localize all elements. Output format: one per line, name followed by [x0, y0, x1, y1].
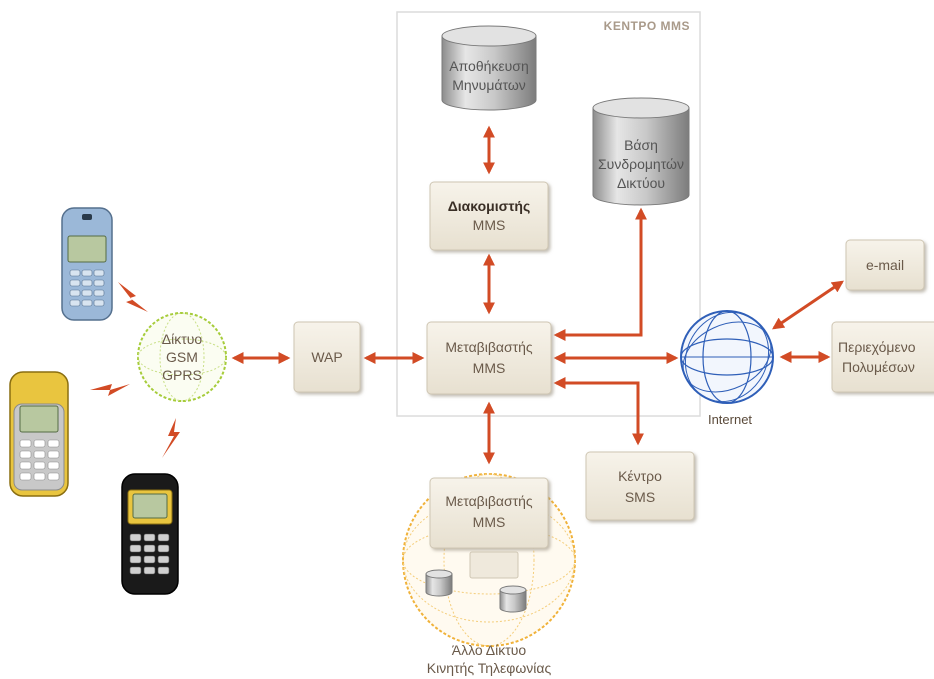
storage-db-line2: Μηνυμάτων — [452, 77, 526, 93]
wap-box: WAP — [293, 321, 361, 393]
arrow-relay-sms — [553, 377, 644, 446]
multimedia-line1: Περιεχόμενο — [838, 339, 916, 355]
other-network-globe: Μεταβιβαστής MMS Άλλο Δίκτυο Κινητής Τηλ… — [402, 473, 576, 676]
mms-relay-line2: MMS — [473, 360, 506, 376]
other-relay-line2: MMS — [473, 514, 506, 530]
sms-center-line1: Κέντρο — [618, 468, 662, 484]
database-icon — [499, 585, 527, 613]
database-icon — [425, 569, 453, 597]
email-label: e-mail — [866, 257, 904, 273]
multimedia-line2: Πολυμέσων — [842, 359, 915, 375]
gsm-network-globe: Δίκτυο GSM GPRS — [137, 312, 227, 402]
mms-server-line1: Διακομιστής — [448, 198, 531, 214]
mms-relay-line1: Μεταβιβαστής — [445, 339, 533, 355]
storage-database: Αποθήκευση Μηνυμάτων — [441, 25, 537, 111]
arrow-relay-subscribers — [553, 207, 647, 341]
multimedia-content-box: Περιεχόμενο Πολυμέσων — [831, 321, 934, 393]
lightning-icon — [162, 418, 180, 458]
subscribers-db-line1: Βάση — [624, 137, 658, 153]
lightning-icon — [118, 282, 148, 312]
subscribers-db-line3: Δικτύου — [617, 175, 665, 191]
mobile-phone-icon — [9, 371, 69, 497]
mobile-phone-icon — [121, 473, 179, 595]
mms-relay-box: Μεταβιβαστής MMS — [426, 321, 552, 395]
mobile-phone-icon — [61, 207, 113, 321]
internet-globe: Internet — [680, 310, 774, 427]
mms-server-box: Διακομιστής MMS — [429, 181, 549, 251]
wap-label: WAP — [311, 349, 342, 365]
gsm-line2: GSM — [166, 349, 198, 365]
other-network-line2: Κινητής Τηλεφωνίας — [427, 660, 552, 676]
other-network-box — [469, 551, 519, 579]
connection-arrows — [231, 125, 844, 465]
lightning-icon — [90, 384, 130, 396]
subscribers-database: Βάση Συνδρομητών Δικτύου — [592, 97, 690, 206]
other-relay-line1: Μεταβιβαστής — [445, 493, 533, 509]
other-relay-box — [429, 477, 549, 549]
gsm-line1: Δίκτυο — [162, 331, 203, 347]
other-network-line1: Άλλο Δίκτυο — [452, 642, 527, 658]
mms-server-line2: MMS — [473, 217, 506, 233]
storage-db-line1: Αποθήκευση — [449, 58, 528, 74]
sms-center-line2: SMS — [625, 489, 655, 505]
subscribers-db-line2: Συνδρομητών — [598, 156, 684, 172]
internet-label: Internet — [708, 412, 752, 427]
sms-center-box: Κέντρο SMS — [585, 451, 695, 521]
gsm-line3: GPRS — [162, 367, 202, 383]
arrow-internet-email — [772, 280, 844, 330]
mms-center-title: ΚΕΝΤΡΟ MMS — [604, 19, 690, 33]
wireless-bolts — [90, 282, 180, 458]
email-box: e-mail — [845, 239, 925, 291]
